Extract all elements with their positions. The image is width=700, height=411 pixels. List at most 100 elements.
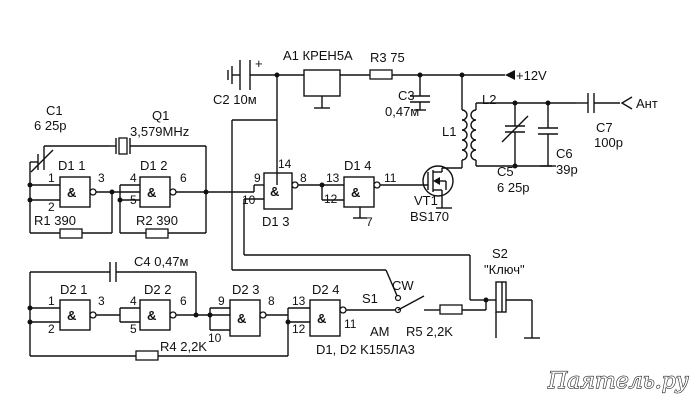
- capacitor-c6: [538, 103, 558, 167]
- pin-label: 12: [324, 192, 338, 206]
- gate-d1-3: [263, 172, 293, 210]
- pin-label: 3: [98, 294, 105, 308]
- pin-label: 8: [300, 171, 307, 185]
- gate-d1-3-label: D1 3: [262, 214, 289, 229]
- gate-d1-4-label: D1 4: [344, 158, 371, 173]
- c6-value: 39p: [556, 162, 578, 177]
- s2-name: S2: [492, 246, 508, 261]
- resistor-r4: [135, 350, 159, 361]
- q1-value: 3,579MHz: [130, 124, 189, 139]
- capacitor-c7: [576, 93, 620, 113]
- gate-d1-4: [343, 176, 375, 208]
- c3-name: C3: [398, 88, 415, 103]
- c7-value: 100p: [594, 135, 623, 150]
- regulator-a1: [303, 69, 341, 97]
- pin-label: 6: [180, 294, 187, 308]
- c1-value: 6 25p: [34, 118, 67, 133]
- gate-d2-3-label: D2 3: [232, 282, 259, 297]
- capacitor-c3: [410, 75, 430, 111]
- inductor-l1-label: L1: [442, 124, 456, 139]
- supply-arrow-icon: [505, 70, 515, 80]
- pin-label: 11: [384, 171, 397, 185]
- vt1-name: VT1: [414, 193, 438, 208]
- pin-label: 7: [366, 215, 373, 229]
- resistor-r3-label: R3 75: [370, 50, 405, 65]
- resistor-r5: [439, 304, 463, 315]
- antenna-arrow-icon: [620, 96, 633, 110]
- c6-name: C6: [556, 146, 573, 161]
- resistor-r2-label: R2 390: [136, 213, 178, 228]
- watermark-logo: Паятель.ру: [547, 369, 689, 394]
- pin-label: 3: [98, 171, 105, 185]
- switch-s1-label: S1: [362, 291, 378, 306]
- gate-d1-4-symbol: &: [351, 185, 360, 200]
- pin-label: 4: [130, 294, 137, 308]
- gate-d1-2-label: D1 2: [140, 158, 167, 173]
- output-section: L1 L2 C5 6 25p C6 39p: [401, 75, 658, 224]
- gate-d2-2-label: D2 2: [144, 282, 171, 297]
- key-switch-s2[interactable]: [486, 281, 540, 339]
- c1-name: C1: [46, 103, 63, 118]
- modulator-section: C4 0,47м & D2 1 1 2 3 & D2 2 4 5 6 & D2 …: [27, 246, 540, 361]
- power-section: + C2 10м A1 КРЕН5А R3 75 C3 0,47м: [213, 48, 547, 185]
- pin-label: 2: [48, 322, 55, 336]
- switch-am-label: AM: [370, 324, 390, 339]
- resistor-r3: [369, 69, 393, 80]
- capacitor-c2: +: [232, 56, 277, 90]
- gate-d1-2-symbol: &: [147, 185, 156, 200]
- pin-label: 5: [130, 322, 137, 336]
- chips-label: D1, D2 K155ЛA3: [316, 342, 415, 357]
- inductor-l2: [470, 109, 477, 161]
- antenna-label: Ант: [636, 96, 658, 111]
- gate-d2-1-symbol: &: [67, 308, 76, 323]
- gate-d2-2-symbol: &: [147, 308, 156, 323]
- resistor-r1-label: R1 390: [34, 213, 76, 228]
- supply-label: +12V: [516, 68, 547, 83]
- c2-label: C2 10м: [213, 92, 257, 107]
- c5-value: 6 25p: [497, 180, 530, 195]
- gate-d2-1-label: D2 1: [60, 282, 87, 297]
- pin-label: 13: [326, 171, 340, 185]
- pin-label: 8: [268, 294, 275, 308]
- c3-value: 0,47м: [385, 104, 419, 119]
- gate-d2-4: [309, 299, 341, 337]
- variable-capacitor-c5: [501, 103, 529, 166]
- switch-s1[interactable]: [394, 294, 441, 314]
- c7-name: C7: [596, 120, 613, 135]
- crystal-q1: [110, 137, 206, 155]
- c4-label: C4 0,47м: [134, 254, 189, 269]
- switch-cw-label: CW: [392, 278, 414, 293]
- resistor-r2: [145, 228, 169, 239]
- pin-label: 1: [48, 171, 55, 185]
- pin-label: 9: [218, 294, 225, 308]
- gate-d1-1-label: D1 1: [58, 158, 85, 173]
- c5-name: C5: [497, 164, 514, 179]
- q1-name: Q1: [152, 108, 169, 123]
- pin-label: 12: [292, 322, 306, 336]
- pin-label: 6: [180, 171, 187, 185]
- pin-label: 14: [278, 157, 292, 171]
- gate-d2-1: [59, 299, 91, 331]
- pin-label: 10: [242, 193, 256, 207]
- gate-d2-4-label: D2 4: [312, 282, 339, 297]
- c2-plus-mark: +: [255, 56, 263, 71]
- pin-label: 13: [292, 294, 306, 308]
- s2-value: "Ключ": [484, 262, 525, 277]
- pin-label: 11: [344, 317, 357, 331]
- resistor-r4-label: R4 2,2K: [160, 339, 207, 354]
- gate-d1-3-symbol: &: [270, 184, 279, 199]
- pin-label: 9: [254, 171, 261, 185]
- vt1-value: BS170: [410, 209, 449, 224]
- gate-d2-3: [229, 299, 261, 337]
- gate-d2-3-symbol: &: [237, 311, 246, 326]
- pin-label: 10: [208, 331, 222, 345]
- inductor-l2-label: L2: [482, 92, 496, 107]
- transistor-vt1: [422, 165, 454, 209]
- resistor-r1: [59, 228, 83, 239]
- inductor-l1: [461, 109, 468, 161]
- gate-d1-1-symbol: &: [67, 185, 76, 200]
- capacitor-c4: [109, 262, 196, 282]
- pin-label: 4: [130, 171, 137, 185]
- oscillator-section: C1 6 25p Q1 3,579MHz & D1 1 1 2 3: [27, 103, 471, 300]
